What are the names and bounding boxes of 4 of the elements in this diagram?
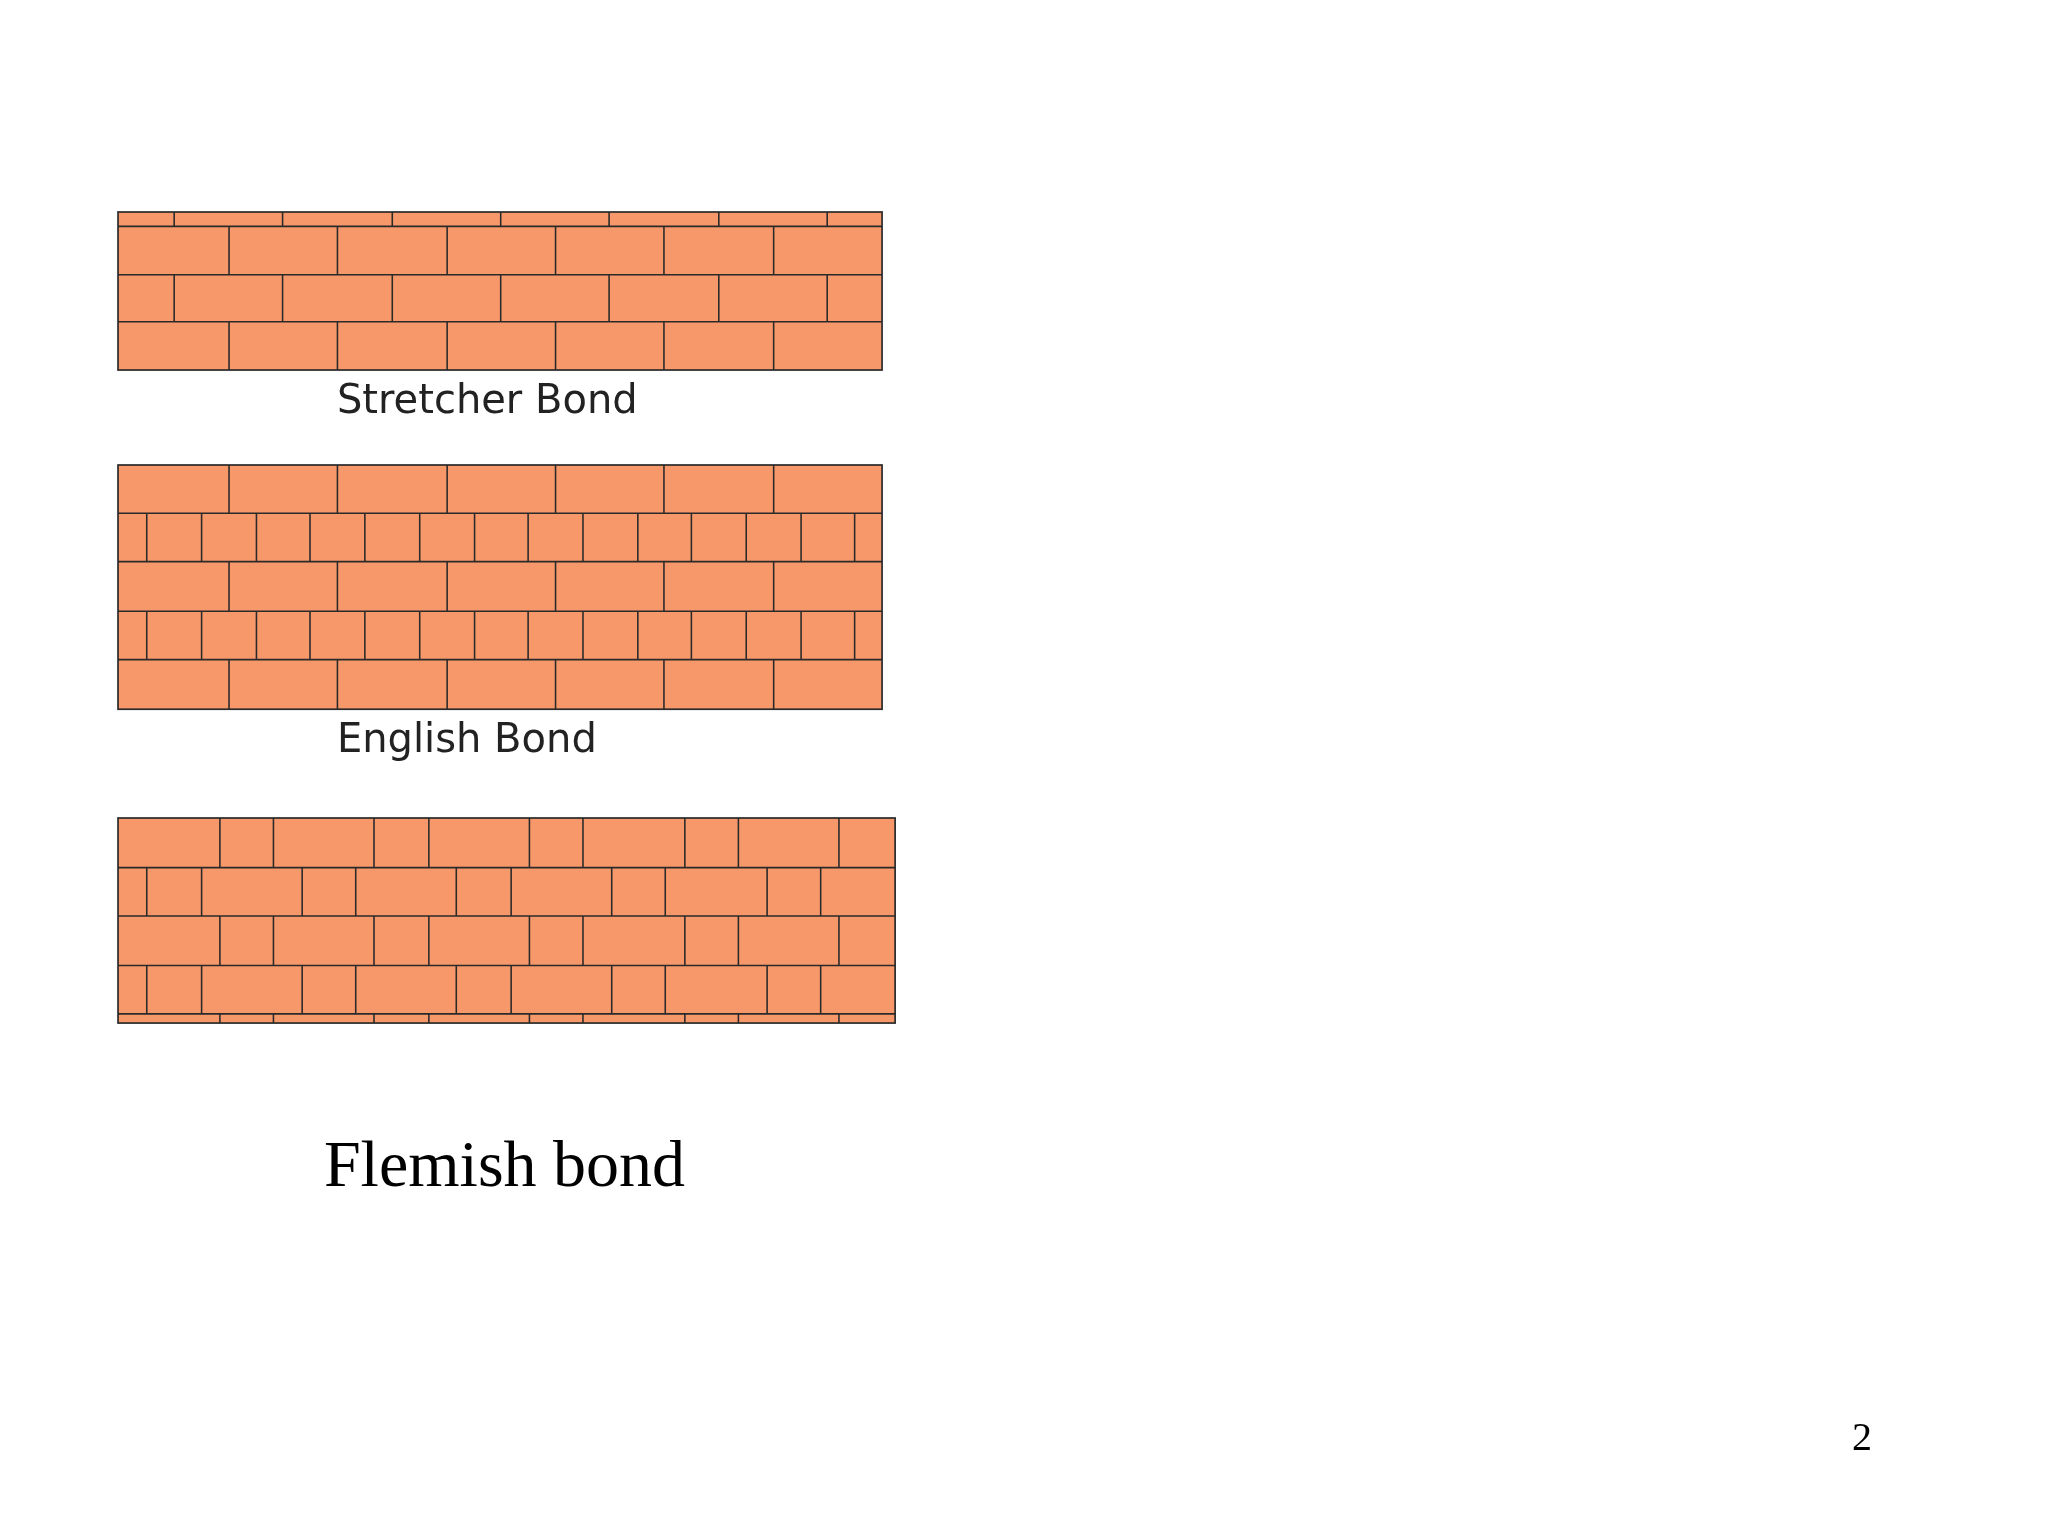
wall-caption: English Bond — [336, 718, 597, 759]
page-number: 2 — [1852, 1417, 1873, 1458]
wall-caption: Stretcher Bond — [336, 378, 638, 419]
wall-caption: Flemish bond — [323, 1131, 686, 1198]
